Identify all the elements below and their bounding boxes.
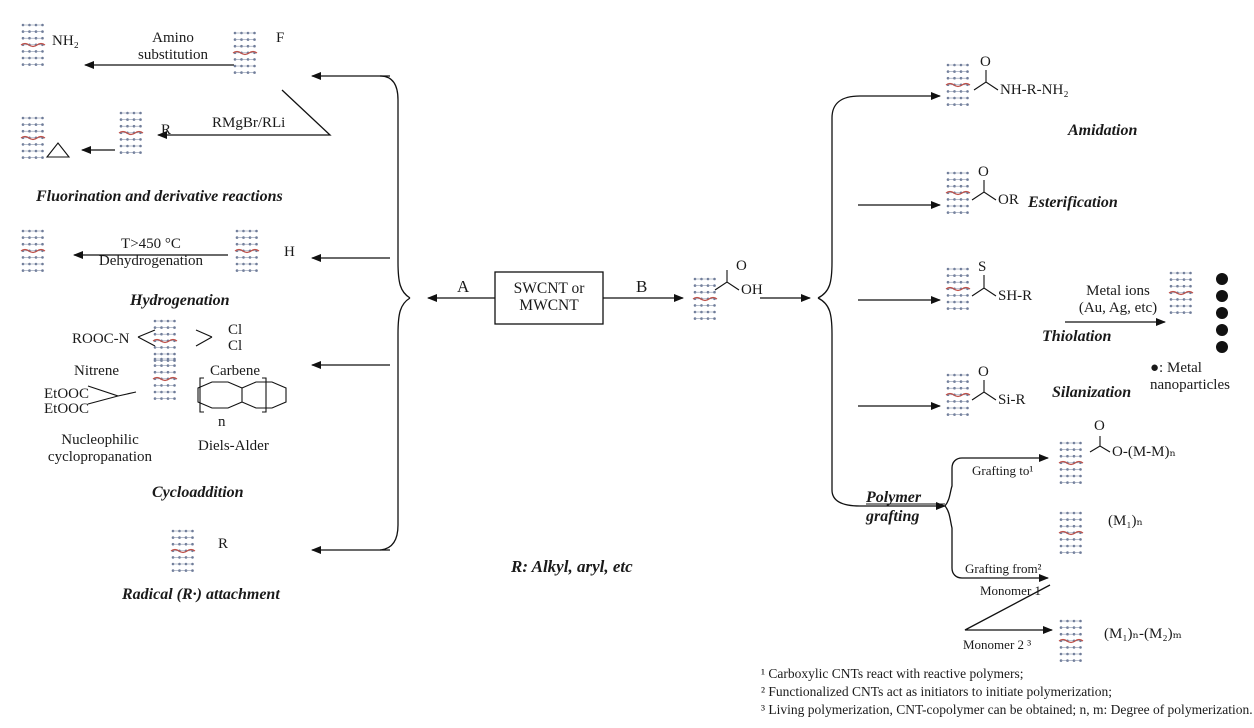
diels-alder-ring [197, 381, 287, 409]
nucleophilic-label: Nucleophilic cyclopropanation [47, 432, 153, 465]
silane-carbonyl [971, 380, 997, 401]
monomer2-path [964, 584, 1051, 631]
nanotube-icon [1058, 510, 1084, 556]
nanoparticle-dot [1216, 290, 1228, 302]
footnote-3: ³ Living polymerization, CNT-copolymer c… [761, 702, 1253, 717]
silane-group: Si-R [998, 392, 1026, 408]
route-b-label: B [636, 277, 648, 296]
diels-alder-label: Diels-Alder [198, 438, 269, 454]
alkyl-r-group: R [161, 122, 172, 138]
diels-alder-bracket [199, 377, 267, 413]
polymer-m1n: (M₁)ₙ [1108, 513, 1144, 529]
hydrogen-group: H [284, 244, 295, 260]
ester-carbonyl [971, 180, 997, 201]
cl-bottom-label: Cl [228, 338, 243, 354]
silanization-caption: Silanization [1052, 384, 1132, 401]
polymer-carbonyl [1089, 436, 1111, 453]
nitrene-label: Nitrene [74, 363, 119, 379]
nanotube-icon [1058, 618, 1084, 664]
polymer-copolymer: (M₁)ₙ-(M₂)ₘ [1104, 626, 1182, 642]
radical-r-group: R [218, 536, 229, 552]
cnt-box [494, 271, 604, 325]
r-legend: R: Alkyl, aryl, etc [511, 557, 633, 576]
nanotube-icon [234, 228, 260, 274]
nanotube-icon [232, 30, 258, 76]
metal-ions-label: Metal ions (Au, Ag, etc) [1078, 283, 1158, 316]
ester-group: OR [998, 192, 1019, 208]
acid-oh-label: OH [741, 282, 763, 298]
monomer1-label: Monomer 1 [980, 583, 1042, 598]
footnote-2: ² Functionalized CNTs act as initiators … [761, 684, 1113, 699]
radical-caption: Radical (R·) attachment [122, 586, 280, 603]
amine-group: NH₂ [52, 33, 79, 49]
dehydrogenation-conditions: T>450 °C Dehydrogenation [98, 236, 204, 269]
nanoparticle-dot [1216, 307, 1228, 319]
metal-nanoparticles-label: ●: Metal nanoparticles [1150, 360, 1230, 393]
cl-top-label: Cl [228, 322, 243, 338]
amidation-o: O [980, 54, 991, 70]
nanotube-icon [1058, 440, 1084, 486]
amidation-caption: Amidation [1068, 122, 1138, 139]
cnt-box-label: SWCNT or MWCNT [513, 280, 585, 314]
cycloaddition-caption: Cycloaddition [152, 484, 244, 501]
grafting-to-label: Grafting to¹ [972, 463, 1034, 478]
thiolation-caption: Thiolation [1042, 328, 1112, 345]
nanotube-icon [945, 62, 971, 108]
amidation-group: NH-R-NH₂ [1000, 82, 1069, 98]
thiol-carbonyl [971, 275, 997, 297]
esterification-caption: Esterification [1028, 194, 1118, 211]
silane-o: O [978, 364, 989, 380]
nanoparticle-dot [1216, 324, 1228, 336]
grignard-path [195, 89, 332, 136]
polymer-brace [944, 457, 963, 579]
right-brace [817, 95, 861, 507]
nanotube-icon [152, 318, 178, 364]
nanotube-icon [118, 110, 144, 156]
thiol-group: SH-R [998, 288, 1033, 304]
polymer-om-group: O-(M-M)ₙ [1112, 444, 1176, 460]
rooc-n-label: ROOC-N [72, 331, 130, 347]
grignard-label: RMgBr/RLi [212, 115, 286, 131]
left-brace [379, 75, 411, 551]
thiol-s: S [978, 259, 987, 275]
hydrogenation-caption: Hydrogenation [130, 292, 230, 309]
nanotube-icon [20, 228, 46, 274]
route-a-label: A [457, 277, 470, 296]
amidation-carbonyl [973, 70, 999, 91]
grafting-from-label: Grafting from² [965, 561, 1042, 576]
nanoparticle-dot [1216, 341, 1228, 353]
fluoro-group: F [276, 30, 285, 46]
nitrene-bond [137, 329, 156, 347]
nanotube-icon [20, 22, 46, 68]
cyclopropane-bond [87, 385, 137, 405]
monomer2-label: Monomer 2 ³ [963, 637, 1032, 652]
nanoparticle-dot [1216, 273, 1228, 285]
acid-o-label: O [736, 258, 747, 274]
polymer-grafting-caption: Polymer grafting [866, 489, 922, 525]
n-subscript: n [218, 414, 226, 430]
amino-substitution-label: Amino substitution [137, 30, 208, 63]
nanotube-icon [692, 276, 718, 322]
carbene-label: Carbene [210, 363, 260, 379]
nanotube-icon [945, 266, 971, 312]
nanotube-icon [945, 372, 971, 418]
nanotube-icon [152, 356, 178, 402]
nanotube-icon [945, 170, 971, 216]
etooc-label: EtOOC EtOOC [44, 386, 89, 417]
ester-o: O [978, 164, 989, 180]
fluorination-caption: Fluorination and derivative reactions [36, 188, 283, 205]
nanotube-icon [20, 115, 46, 161]
carbene-bond [195, 329, 213, 347]
polymer-o: O [1094, 418, 1105, 434]
nanotube-icon [170, 528, 196, 574]
nanotube-icon [1168, 270, 1194, 316]
footnote-1: ¹ Carboxylic CNTs react with reactive po… [761, 666, 1024, 681]
heat-triangle [45, 142, 71, 158]
acid-carbonyl [714, 270, 740, 291]
